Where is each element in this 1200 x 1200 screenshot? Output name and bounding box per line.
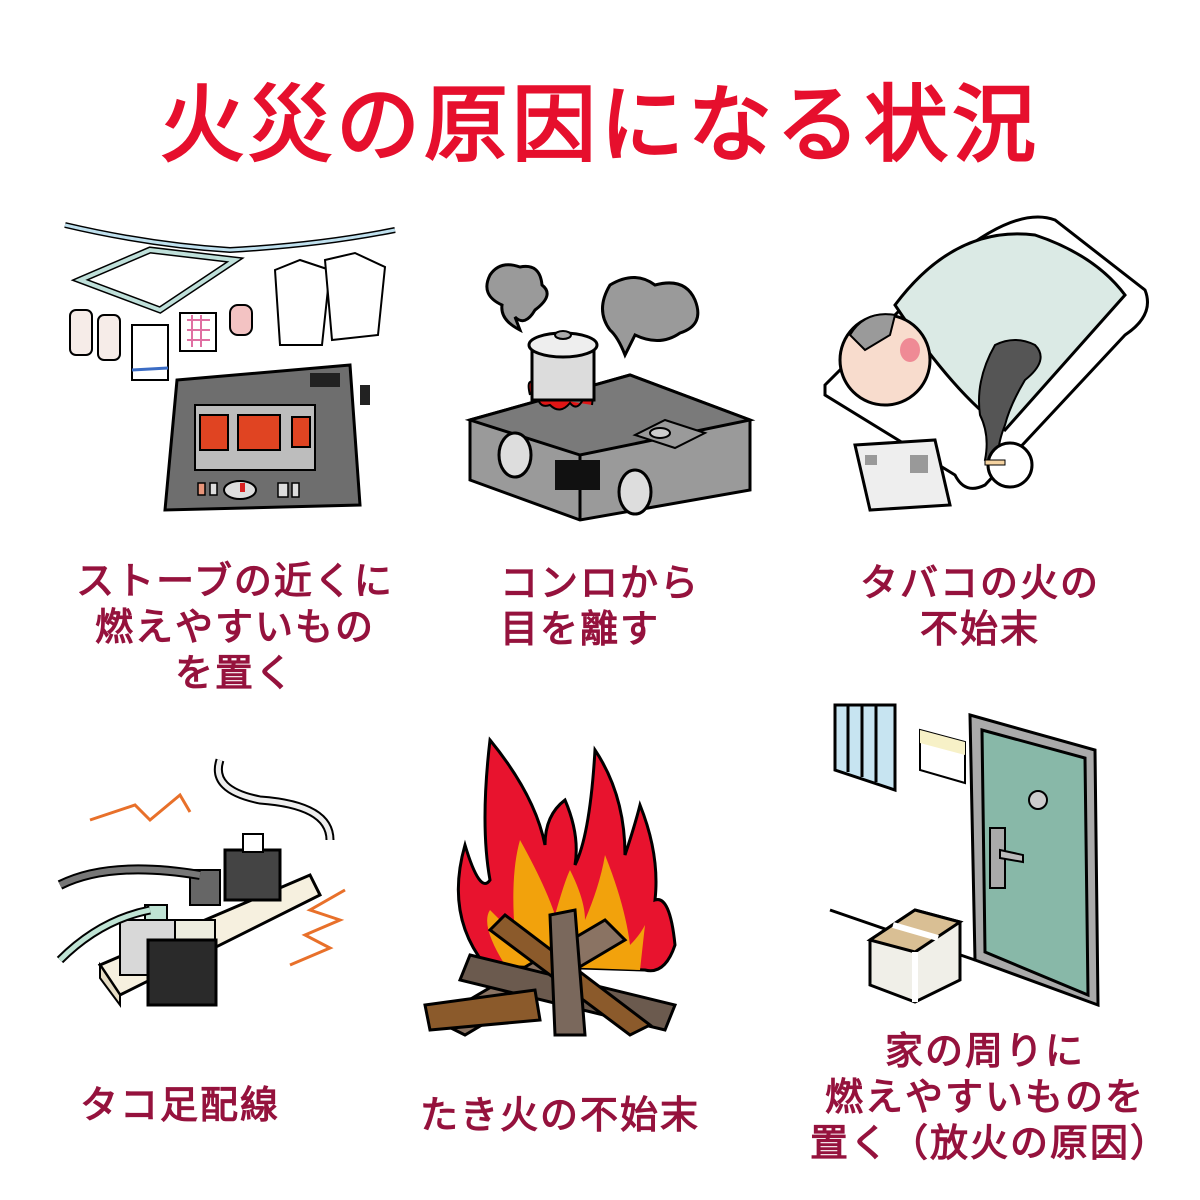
door-newspaper-bundle-icon — [820, 700, 1160, 1020]
bonfire-icon — [423, 735, 705, 1037]
caption-bonfire: たき火の不始末 — [420, 1093, 701, 1137]
caption-cigarette: タバコの火の 不始末 — [859, 561, 1100, 651]
gas-stove-pot-icon — [460, 255, 760, 522]
caption-kitchen: コンロから 目を離す — [500, 561, 701, 651]
caption-stove: ストーブの近くに 燃えやすいもの を置く — [76, 559, 394, 695]
caption-octopus: タコ足配線 — [80, 1083, 281, 1127]
sleeping-person-cigarette-icon — [805, 195, 1160, 530]
overloaded-power-strip-icon — [56, 750, 400, 1030]
kerosene-heater-laundry-icon — [60, 205, 400, 525]
caption-arson: 家の周りに 燃えやすいものを 置く（放火の原因） — [810, 1029, 1171, 1165]
page-title: 火災の原因になる状況 — [159, 76, 1040, 174]
